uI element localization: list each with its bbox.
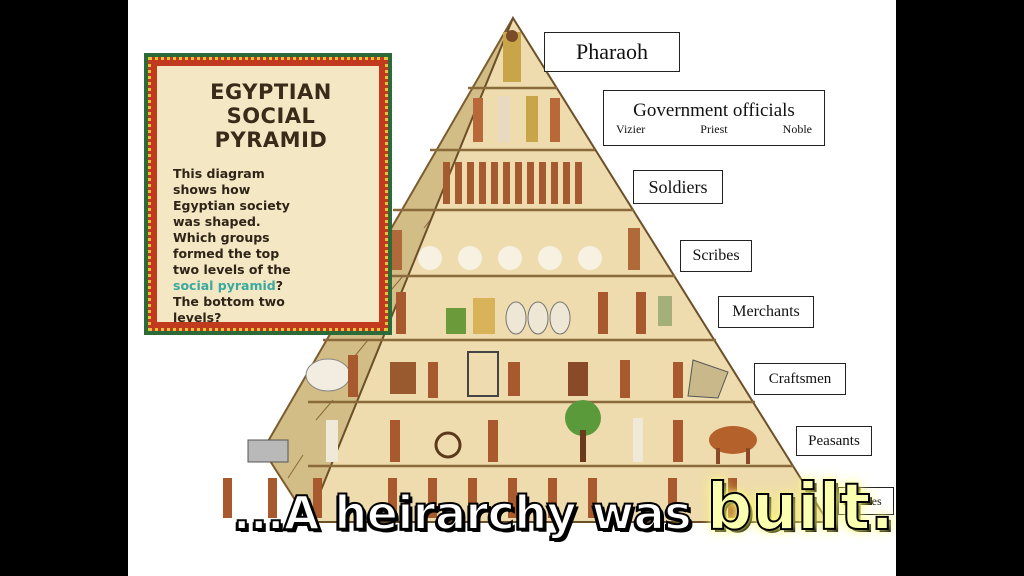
scribes-figures [390,228,640,270]
panel-title-line2: SOCIAL PYRAMID [214,104,328,152]
craftsmen-figures [305,351,729,399]
panel-description: This diagram shows how Egyptian society … [173,166,303,326]
label-peasants: Peasants [796,426,872,456]
caption-prefix: ...A heirarchy was [232,485,707,541]
soldiers-figures [443,162,582,204]
label-scribes: Scribes [680,240,752,272]
label-government-officials-title: Government officials [633,99,795,121]
caption-emphasis: built... [706,471,896,545]
panel-highlight-term: social pyramid [173,278,276,293]
peasants-figures [247,400,757,464]
pyramid-band-lines [308,86,793,468]
caption-text: ...A heirarchy was built... [232,475,896,543]
panel-text-part1: This diagram shows how Egyptian society … [173,166,291,277]
slaves-figures [223,478,737,518]
label-merchants: Merchants [718,296,814,328]
sublabel-vizier: Vizier [616,121,646,136]
panel-title: EGYPTIAN SOCIAL PYRAMID [173,80,369,152]
pharaoh-figure [503,30,521,82]
panel-title-line1: EGYPTIAN [210,80,332,104]
sublabel-noble: Noble [782,121,812,136]
label-soldiers: Soldiers [633,170,723,204]
label-craftsmen: Craftsmen [754,363,846,395]
info-panel: EGYPTIAN SOCIAL PYRAMID This diagram sho… [144,53,392,335]
sublabel-priest: Priest [700,121,728,136]
slide-canvas: EGYPTIAN SOCIAL PYRAMID This diagram sho… [128,0,896,576]
social-pyramid-illustration [223,15,830,523]
label-slaves: Slaves [838,487,894,515]
panel-text-part2: ? The bottom two levels? [173,278,285,325]
officials-figures [473,96,560,142]
label-pharaoh: Pharaoh [544,32,680,72]
officials-subgroups: Vizier Priest Noble [604,122,824,137]
label-government-officials: Government officials Vizier Priest Noble [603,90,825,146]
